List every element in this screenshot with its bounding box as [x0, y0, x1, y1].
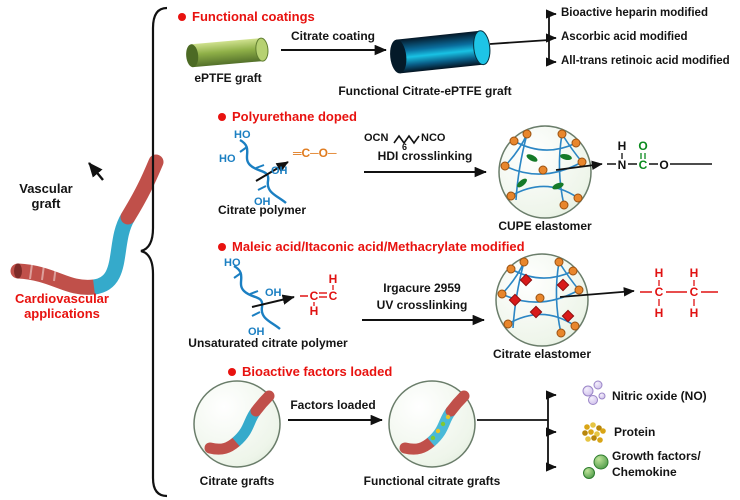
doped-segment-icons: [517, 153, 572, 190]
cardiovascular-applications-label: Cardiovascular applications: [15, 291, 109, 322]
protein-cluster-icon: [582, 422, 606, 443]
eptfe-graft-label: ePTFE graft: [194, 71, 262, 85]
irgacure-label: Irgacure 2959: [383, 281, 461, 295]
vinyl-c2: C: [329, 289, 338, 303]
branch-bioactive-heparin: Bioactive heparin modified: [561, 7, 708, 19]
cupe-elastomer-label: CUPE elastomer: [498, 219, 592, 233]
vinyl-crosslink-diamond-icons: [508, 273, 575, 323]
eptfe-graft-cylinder: [186, 37, 269, 68]
bullet-icon: [228, 368, 236, 376]
unsaturated-citrate-polymer-structure: [233, 264, 295, 330]
section-heading-acid-modified: Maleic acid/Itaconic acid/Methacrylate m…: [232, 239, 525, 254]
functional-citrate-graft-circle: [388, 380, 476, 468]
crosslinked-carbon-structure: C H H C H H: [640, 266, 718, 320]
branch-protein: Protein: [614, 425, 656, 439]
section-heading-bioactive-factors: Bioactive factors loaded: [242, 364, 393, 379]
nco-label: NCO: [421, 132, 446, 144]
atom-o-end: O: [659, 158, 668, 172]
citrate-grafts-label: Citrate grafts: [199, 474, 275, 488]
hdi-six-label: 6: [402, 142, 408, 152]
atom-c: C: [639, 158, 648, 172]
factors-branch-connector: [477, 390, 557, 472]
ho-label: HO: [224, 257, 241, 269]
crosslink-node-icons: [497, 257, 584, 338]
section-heading-functional-coatings: Functional coatings: [192, 9, 315, 24]
ho-label: HO: [219, 153, 236, 165]
chain-h4: H: [690, 306, 699, 320]
chain-h3: H: [655, 306, 664, 320]
loaded-factor-dot-icons: [430, 414, 451, 441]
curly-brace: [140, 6, 168, 498]
branch-retinoic-acid: All-trans retinoic acid modified: [561, 55, 730, 67]
crosslink-node-icons: [500, 129, 587, 210]
urethane-bond-structure: N H C O O: [607, 139, 712, 172]
citrate-elastomer-illustration: [495, 253, 635, 347]
branch-nitric-oxide: Nitric oxide (NO): [612, 389, 707, 403]
uv-crosslinking-label: UV crosslinking: [376, 298, 468, 312]
citrate-coating-arrow-label: Citrate coating: [290, 29, 376, 43]
atom-n: N: [618, 158, 627, 172]
factors-loaded-label: Factors loaded: [290, 398, 376, 412]
functional-citrate-grafts-label: Functional citrate grafts: [363, 474, 501, 488]
functional-citrate-eptfe-label: Functional Citrate-ePTFE graft: [338, 84, 512, 98]
vinyl-h-top: H: [329, 272, 338, 286]
oh-label: OH: [254, 196, 271, 208]
atom-h: H: [618, 139, 627, 153]
vascular-graft-pointer-arrow-icon: [88, 162, 104, 181]
branch-chemokine: Chemokine: [612, 465, 677, 479]
vinyl-h-bottom: H: [310, 304, 319, 318]
bullet-icon: [218, 113, 226, 121]
chain-h2: H: [690, 266, 699, 280]
branch-growth-factors: Growth factors/: [612, 449, 701, 463]
chain-c1: C: [655, 285, 664, 299]
bullet-icon: [178, 13, 186, 21]
vinyl-group-structure: C C H H: [300, 272, 338, 318]
carboxyl-pendant-label: ═C─O─: [293, 146, 337, 160]
citrate-elastomer-label: Citrate elastomer: [492, 347, 592, 361]
citrate-polymer-label: Citrate polymer: [217, 203, 307, 217]
bullet-icon: [218, 243, 226, 251]
citrate-graft-circle: [193, 380, 281, 468]
oh-label: OH: [248, 326, 265, 338]
chain-c2: C: [690, 285, 699, 299]
unsaturated-citrate-polymer-label: Unsaturated citrate polymer: [188, 336, 348, 350]
vascular-graft-label: Vascular graft: [19, 181, 73, 212]
hdi-crosslinking-label: HDI crosslinking: [377, 149, 473, 163]
coatings-branch-connector: [489, 9, 557, 67]
cupe-elastomer-illustration: [498, 125, 603, 219]
atom-o: O: [638, 139, 647, 153]
citrate-polymer-structure: [239, 138, 289, 204]
growth-factor-spheres-icon: [583, 454, 609, 479]
branch-ascorbic-acid: Ascorbic acid modified: [561, 31, 688, 43]
vinyl-c1: C: [310, 289, 319, 303]
citrate-eptfe-cylinder: [390, 30, 491, 74]
nitric-oxide-bubbles-icon: [582, 380, 606, 405]
hdi-zigzag-icon: [393, 134, 420, 145]
ocn-label: OCN: [364, 132, 389, 144]
oh-label: OH: [271, 165, 288, 177]
section-heading-polyurethane-doped: Polyurethane doped: [232, 109, 357, 124]
ho-label: HO: [234, 129, 251, 141]
chain-h1: H: [655, 266, 664, 280]
oh-label: OH: [265, 287, 282, 299]
